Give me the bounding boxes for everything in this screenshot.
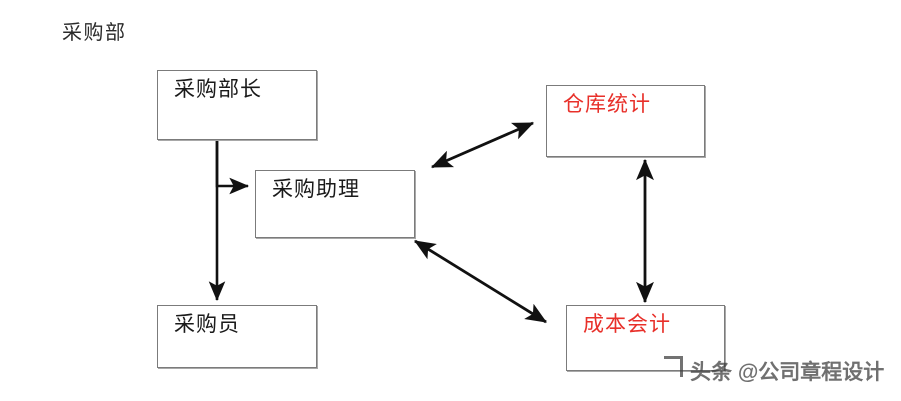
node-warehouse-stats[interactable]: 仓库统计 xyxy=(546,85,705,157)
node-buyer-assistant[interactable]: 采购助理 xyxy=(255,170,415,238)
watermark: 头条 @公司章程设计 xyxy=(664,355,885,386)
node-label-warehouse-stats: 仓库统计 xyxy=(563,92,651,116)
connector-assistant-warehouse xyxy=(430,121,535,169)
connector-manager-to-assistant xyxy=(215,140,250,195)
node-label-buyer-manager: 采购部长 xyxy=(174,77,262,101)
node-label-buyer-assistant: 采购助理 xyxy=(272,177,360,201)
watermark-text: 头条 @公司章程设计 xyxy=(690,361,885,384)
node-label-cost-accountant: 成本会计 xyxy=(583,312,671,336)
node-label-buyer-clerk: 采购员 xyxy=(174,312,240,336)
connector-assistant-cost xyxy=(414,239,547,324)
page-title: 采购部 xyxy=(62,22,127,44)
node-buyer-manager[interactable]: 采购部长 xyxy=(157,70,317,140)
node-buyer-clerk[interactable]: 采购员 xyxy=(157,305,317,368)
toutiao-logo-icon xyxy=(664,355,683,377)
node-cost-accountant[interactable]: 成本会计 xyxy=(566,305,725,371)
